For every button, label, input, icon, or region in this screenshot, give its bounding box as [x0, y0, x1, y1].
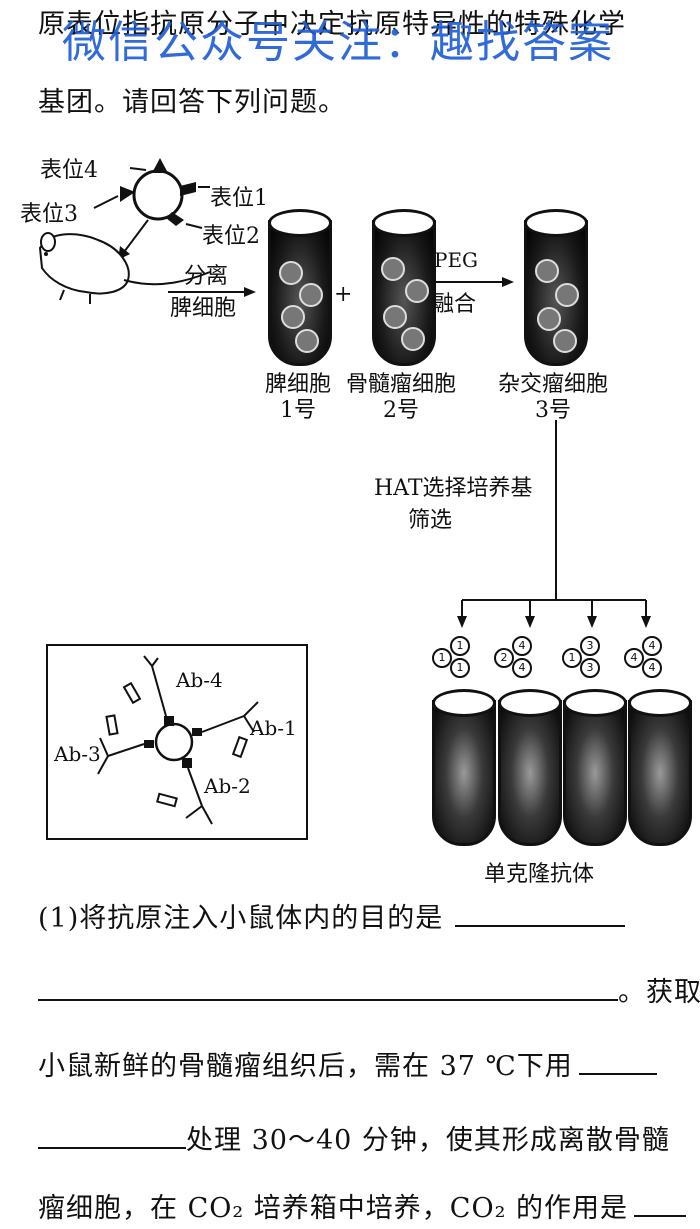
tube-1-name: 脾细胞: [264, 372, 331, 397]
antibody-4-label: Ab-4: [176, 668, 223, 692]
cell: [281, 305, 305, 329]
epitope-3-label: 表位3: [20, 202, 78, 227]
selection-branch-arrows: [457, 420, 651, 628]
step1-arrow: [168, 287, 256, 297]
tube-2-number: 2号: [383, 398, 419, 423]
step1-bottom-label: 脾细胞: [170, 296, 237, 321]
antibody-binding-panel: Ab-4 Ab-1 Ab-3 Ab-2: [46, 644, 308, 840]
question-1-text-d: 处理 30～40 分钟，使其形成离散骨髓: [186, 1125, 670, 1156]
answer-blank-2[interactable]: [38, 977, 618, 1001]
cell: [381, 257, 405, 281]
epitope-4-label: 表位4: [40, 158, 98, 183]
screening-label: 筛选: [408, 508, 453, 533]
question-1-line-2: 。获取: [38, 970, 700, 1009]
step2-bottom-label: 融合: [432, 292, 477, 317]
cell: [535, 259, 559, 283]
epitope-2-label: 表位2: [202, 224, 260, 249]
question-1-text-a: (1)将抗原注入小鼠体内的目的是: [38, 903, 444, 934]
question-1-line-3: 小鼠新鲜的骨髓瘤组织后，需在 37 ℃下用: [38, 1044, 657, 1083]
answer-blank-5[interactable]: [633, 1193, 686, 1217]
step2-arrow: [430, 277, 514, 287]
clone-tube-2: [498, 689, 562, 846]
hat-medium-label: HAT选择培养基: [374, 476, 533, 501]
cell: [537, 307, 561, 331]
intro-line-2: 基团。请回答下列问题。: [38, 87, 346, 118]
tube-3-name: 杂交瘤细胞: [497, 372, 608, 397]
clone-tube-4: [628, 689, 692, 846]
cell: [279, 261, 303, 285]
cell: [405, 279, 429, 303]
answer-blank-1[interactable]: [455, 903, 626, 927]
step1-top-label: 分离: [184, 264, 229, 289]
tube-3-number: 3号: [535, 398, 571, 423]
question-1-line-1: (1)将抗原注入小鼠体内的目的是: [38, 896, 626, 935]
cell: [383, 305, 407, 329]
clone-tube-1: [432, 689, 496, 846]
antigen-mouse-illustration: [38, 158, 211, 304]
tube-1-number: 1号: [280, 398, 316, 423]
plus-sign: +: [334, 282, 353, 307]
tube-2-name: 骨髓瘤细胞: [345, 372, 456, 397]
cell: [555, 283, 579, 307]
question-1-text-e: 瘤细胞，在 CO₂ 培养箱中培养，CO₂ 的作用是: [38, 1193, 628, 1224]
answer-blank-3[interactable]: [578, 1051, 657, 1075]
tube-2-myeloma: [372, 209, 436, 366]
epitope-1-label: 表位1: [210, 186, 268, 211]
experiment-diagram: 表位4 表位1 表位3 表位2 分离 脾细胞 + PEG 融合 脾细胞 1号 骨…: [0, 140, 700, 887]
question-1-line-5: 瘤细胞，在 CO₂ 培养箱中培养，CO₂ 的作用是: [38, 1186, 686, 1225]
question-1-text-c: 小鼠新鲜的骨髓瘤组织后，需在 37 ℃下用: [38, 1051, 573, 1082]
step2-top-label: PEG: [434, 248, 479, 272]
cell: [401, 327, 425, 351]
antibody-3-label: Ab-3: [54, 742, 101, 766]
monoclonal-antibody-label: 单克隆抗体: [484, 862, 595, 887]
cell: [299, 283, 323, 307]
question-1-text-b: 。获取: [618, 977, 700, 1008]
question-1-line-4: 处理 30～40 分钟，使其形成离散骨髓: [38, 1118, 670, 1157]
antibody-2-label: Ab-2: [204, 774, 251, 798]
answer-blank-4[interactable]: [38, 1125, 186, 1149]
antibody-binding-illustration: [97, 655, 259, 825]
watermark: 微信公众号关注：趣找答案: [62, 17, 614, 68]
tube-1-spleen: [268, 209, 332, 366]
cell: [295, 329, 319, 353]
antibody-1-label: Ab-1: [250, 716, 297, 740]
clone-tube-3: [563, 689, 627, 846]
cell: [553, 329, 577, 353]
tube-3-hybridoma: [524, 209, 588, 366]
intro-line-1: 原表位指抗原分子中决定抗原特异性的特殊化学: [38, 9, 626, 40]
